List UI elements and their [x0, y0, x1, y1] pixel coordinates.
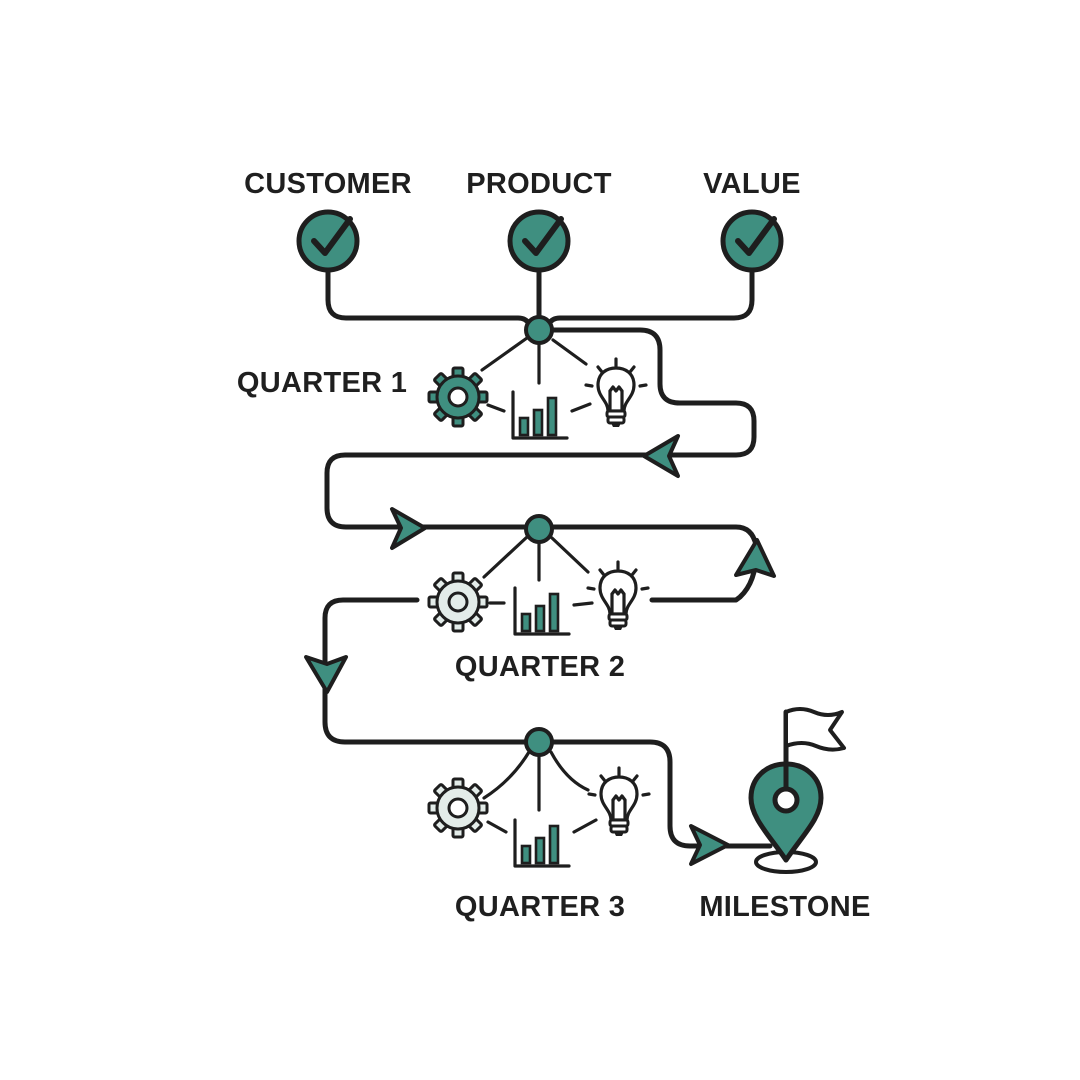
arrow-up-icon — [734, 538, 776, 578]
arrow-right-icon — [689, 824, 730, 866]
route-line — [551, 739, 773, 849]
milestone-group: MILESTONE — [699, 707, 870, 923]
bar-chart-icon — [511, 390, 569, 440]
route-node — [524, 514, 554, 544]
arrow-left-icon — [642, 434, 680, 478]
route-line — [324, 327, 757, 530]
lightbulb-icon — [586, 560, 650, 632]
lightbulb-icon — [584, 357, 648, 429]
pillar-label-product: PRODUCT — [466, 168, 612, 200]
milestone-label: MILESTONE — [699, 891, 870, 923]
flag-icon — [784, 707, 846, 752]
quarter-3-label: QUARTER 3 — [455, 891, 625, 923]
quarter-2-label: QUARTER 2 — [455, 651, 625, 683]
bar-chart-icon — [513, 586, 571, 636]
arrow-down-icon — [304, 655, 348, 694]
pillar-label-customer: CUSTOMER — [244, 168, 412, 200]
bar-chart-icon — [513, 818, 571, 868]
pillar-label-value: VALUE — [703, 168, 801, 200]
check-circle-icon — [299, 212, 357, 270]
quarter-1-group: QUARTER 1 — [237, 315, 648, 440]
route-node — [524, 727, 554, 757]
quarter-1-label: QUARTER 1 — [237, 367, 407, 399]
lightbulb-icon — [587, 766, 651, 838]
connector-line — [546, 267, 755, 327]
quarter-3-group: QUARTER 3 — [427, 727, 651, 923]
arrow-right-icon — [390, 507, 427, 550]
check-circle-icon — [510, 212, 568, 270]
route-node — [524, 315, 554, 345]
check-circle-icon — [723, 212, 781, 270]
connector-line — [325, 267, 532, 327]
quarter-2-group: QUARTER 2 — [427, 514, 650, 683]
route-line — [550, 524, 759, 603]
